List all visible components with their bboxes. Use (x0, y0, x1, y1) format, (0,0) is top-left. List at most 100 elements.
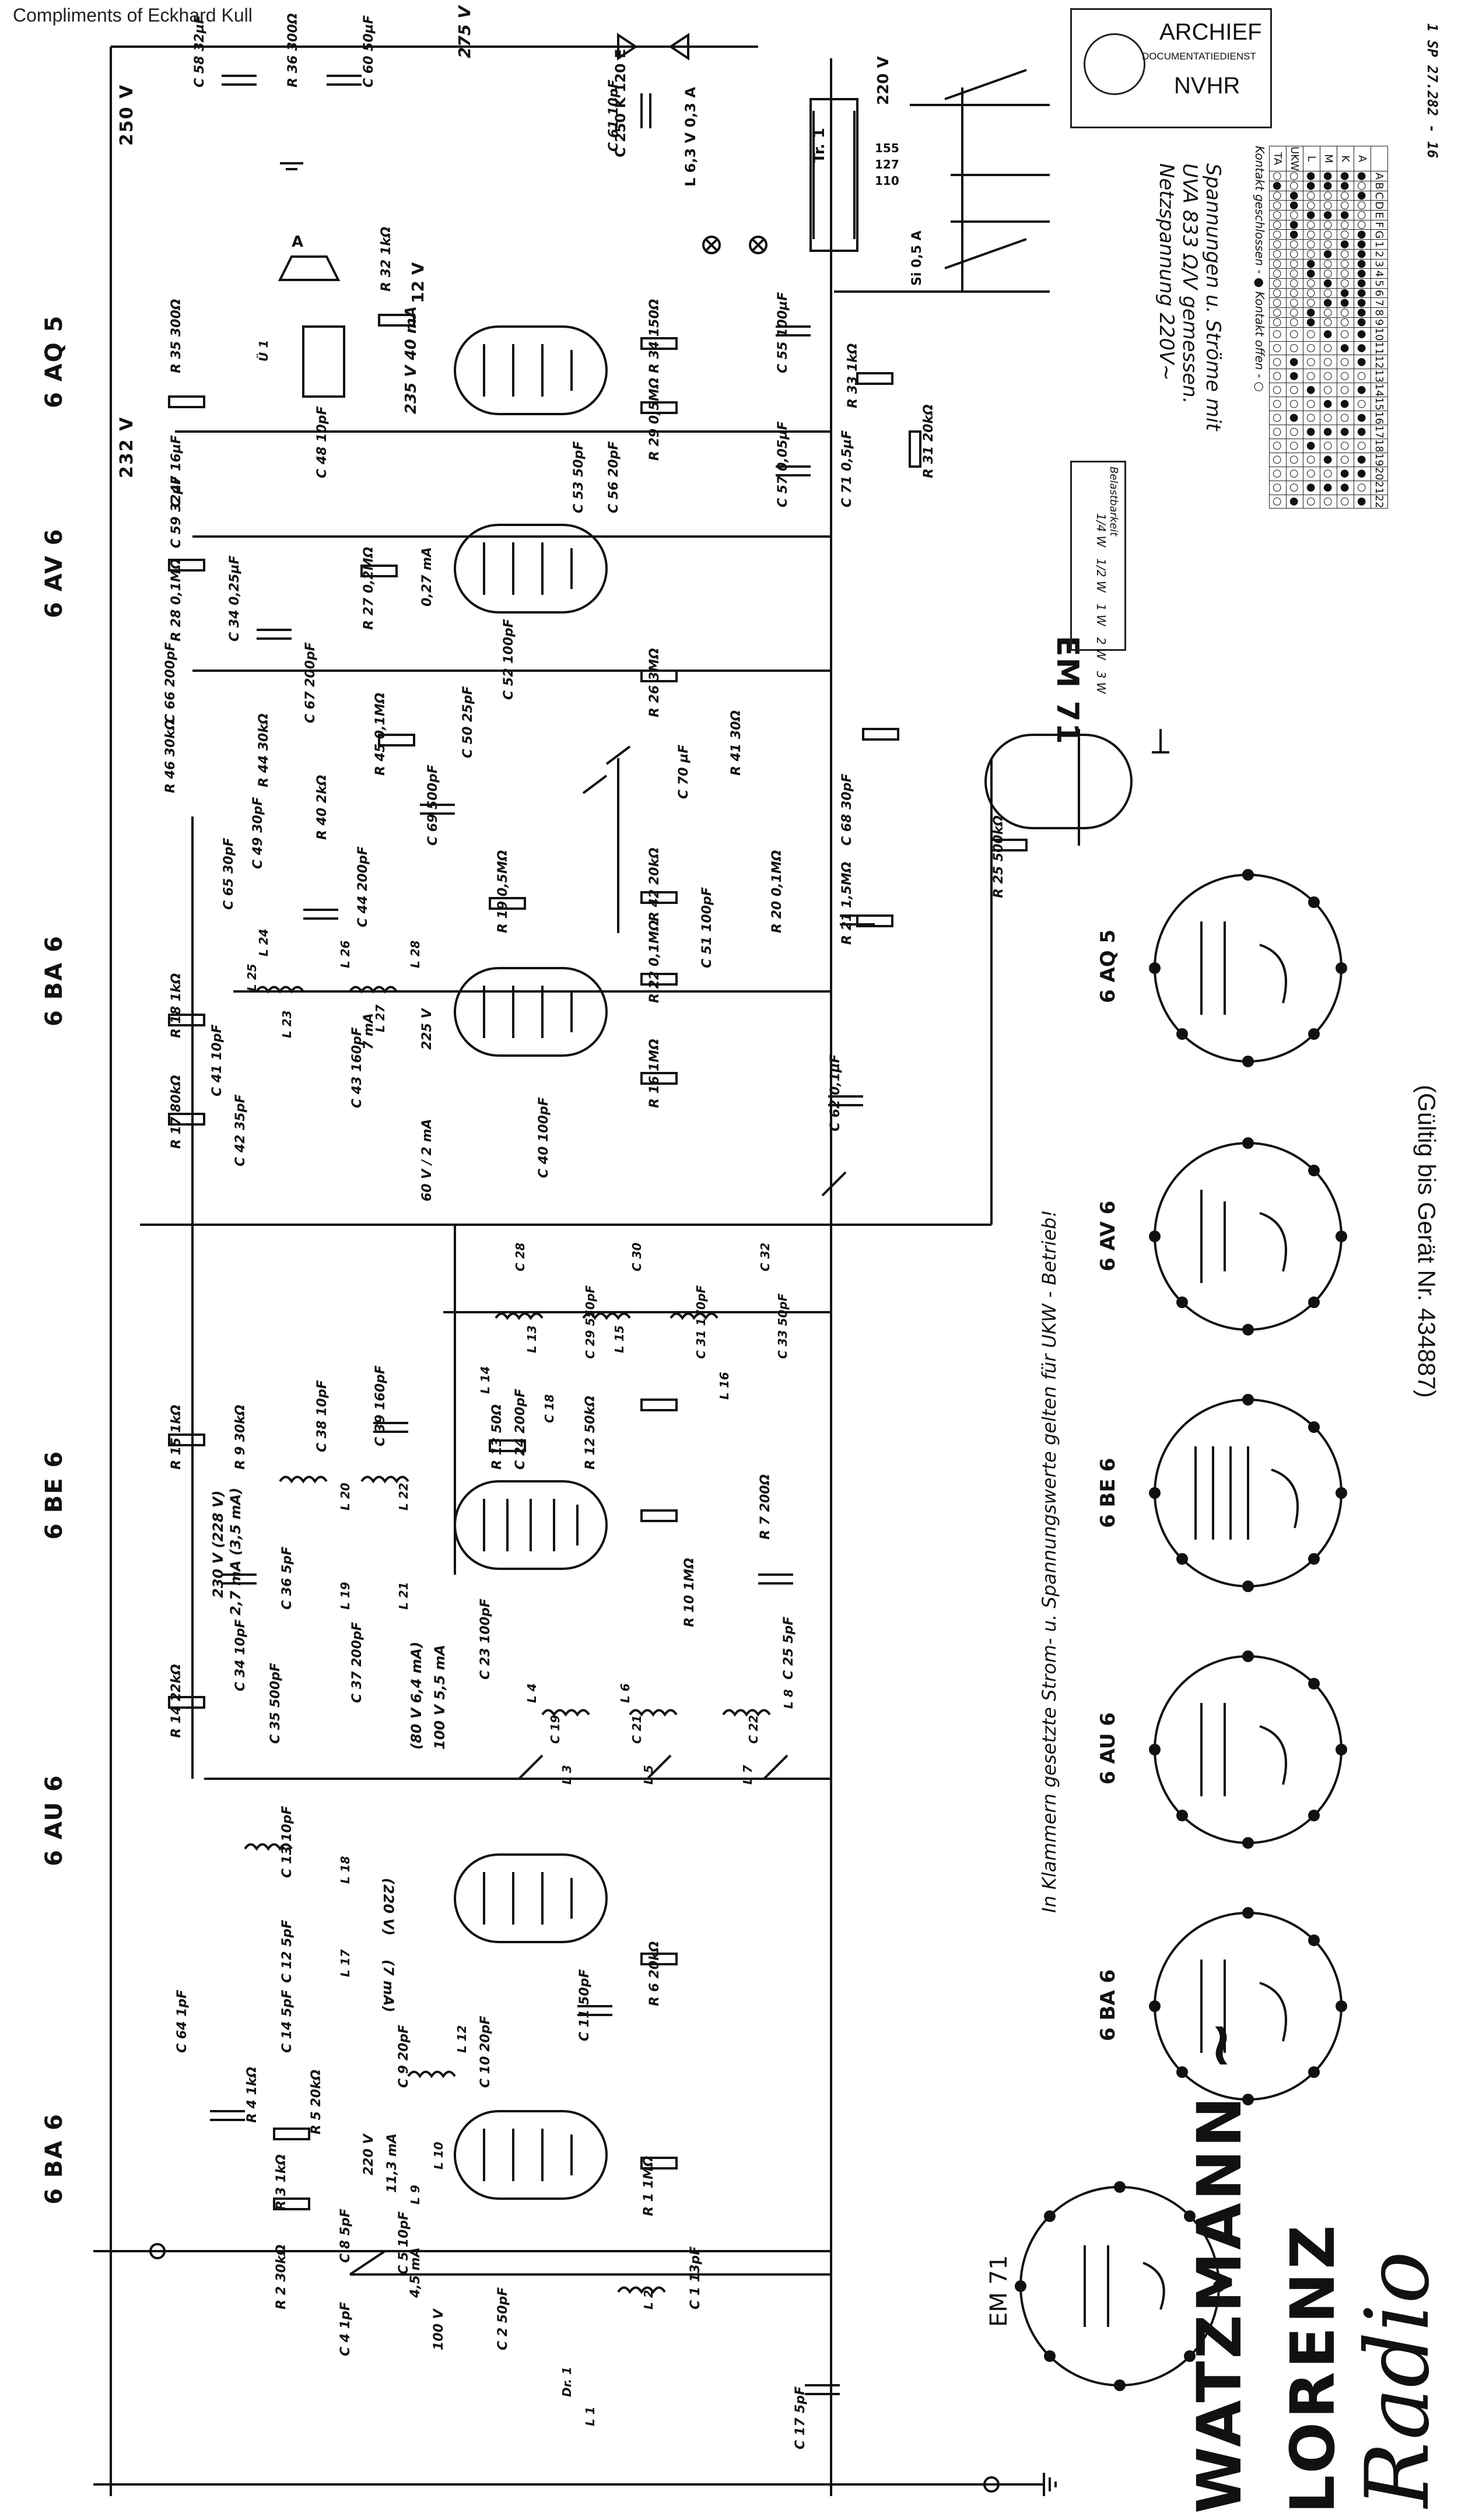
comp-r2: R 2 30kΩ (274, 2244, 289, 2309)
ind-l26: L 26 (338, 940, 352, 968)
tap-110: 110 (875, 174, 899, 188)
comp-c2: C 2 50pF (496, 2287, 510, 2350)
comp-c52: C 52 100pF (502, 619, 516, 700)
label-220v: 220 V (875, 56, 892, 105)
switch-table-legend: Kontakt geschlossen - ● Kontakt offen - … (1253, 146, 1267, 392)
annot-27ma: 2,7 mA (3,5 mA) (227, 1487, 244, 1615)
comp-c62: C 62 0,1µF (828, 1054, 843, 1131)
tube-6av6-envelope (454, 524, 608, 614)
ind-dr1: Dr. 1 (560, 2366, 574, 2397)
comp-r5: R 5 20kΩ (309, 2069, 324, 2135)
comp-c48: C 48 10pF (315, 406, 330, 478)
comp-c55: C 55 100µF (776, 292, 790, 373)
ind-l7: L 7 (741, 1765, 755, 1785)
validity-note: (Gültig bis Gerät Nr. 434887) (1413, 1085, 1441, 1398)
switch-col: 13 (1371, 369, 1388, 383)
ind-l22: L 22 (397, 1482, 411, 1510)
ind-l2: L 2 (642, 2290, 656, 2309)
comp-c38: C 38 10pF (315, 1380, 330, 1452)
comp-c32: C 32 (758, 1242, 772, 1271)
comp-r29: R 29 0,5MΩ (647, 377, 662, 461)
comp-c69: C 69 500pF (426, 765, 440, 846)
switch-col: 9 (1371, 317, 1388, 328)
measurement-note: Spannungen u. Ströme mit UVA 833 Ω/V gem… (1155, 163, 1225, 513)
bracket-note: In Klammern gesetzte Strom- u. Spannungs… (1038, 1210, 1060, 1913)
comp-r6: R 6 20kΩ (647, 1941, 662, 2006)
comp-r3: R 3 1kΩ (274, 2154, 289, 2210)
ind-l28: L 28 (408, 940, 422, 968)
socket-label-6ba6: 6 BA 6 (1096, 1969, 1120, 2041)
watt-item-half: 1/2 W (1094, 558, 1108, 593)
document-number: 1 SP 27.282 - 16 (1424, 23, 1441, 159)
comp-r16: R 16 1MΩ (647, 1039, 662, 1108)
comp-r45: R 45 0,1MΩ (373, 692, 388, 776)
ind-l23: L 23 (280, 1010, 294, 1038)
annot-7ma: 7 mA (362, 1013, 376, 1050)
switch-table-header-row: A B C D E F G 1 2 3 4 5 6 7 8 9 10 11 12… (1371, 146, 1388, 509)
ind-l19: L 19 (338, 1582, 352, 1610)
stamp-line-2: DOCUMENTATIEDIENST (1142, 51, 1256, 62)
comp-r7: R 7 200Ω (758, 1474, 773, 1540)
ind-l21: L 21 (397, 1582, 411, 1610)
comp-r18: R 18 1kΩ (169, 973, 184, 1038)
socket-label-6be6: 6 BE 6 (1096, 1457, 1120, 1528)
comp-c4: C 4 1pF (338, 2302, 353, 2356)
watt-item-1w: 1 W (1094, 603, 1108, 626)
tap-127: 127 (875, 157, 899, 171)
label-232v: 232 V (117, 416, 137, 478)
ind-l15: L 15 (612, 1325, 626, 1353)
mains-transformer (809, 98, 858, 252)
annot-027ma: 0,27 mA (420, 547, 434, 607)
tube-header-6aq5: 6 AQ 5 (41, 314, 68, 408)
watt-item-2w: 2 W (1094, 637, 1108, 660)
stamp-line-3: NVHR (1174, 73, 1240, 99)
tube-6ba6-rf-envelope (454, 2110, 608, 2200)
comp-c57: C 57 0,05µF (776, 421, 790, 507)
switch-table-row: A●○●○○○●●●●●●●●●●●●●○●○●●○●●○● (1354, 146, 1371, 509)
switch-col: B (1371, 181, 1388, 191)
comp-c61: C 61 10pF (607, 79, 621, 152)
comp-c9: C 9 20pF (397, 2024, 411, 2088)
comp-c34-top: C 34 0,25µF (227, 555, 242, 642)
comp-c11: C 11 50pF (577, 1969, 592, 2041)
annot-60v: 60 V / 2 mA (420, 1119, 434, 1201)
measurement-note-line-1: Spannungen u. Ströme mit (1201, 163, 1225, 431)
annot-220v: 220 V (362, 2134, 376, 2175)
switch-col: D (1371, 200, 1388, 211)
switch-table-row: TA○●○○○○○○○○○○○○○○○○○○○○○○○○○○○ (1269, 146, 1287, 509)
ind-l6: L 6 (618, 1683, 632, 1703)
comp-c33: C 33 50pF (776, 1293, 790, 1359)
switch-row-label: A (1354, 146, 1371, 171)
switch-col: E (1371, 210, 1388, 220)
tube-header-6ba6-if: 6 BA 6 (41, 935, 68, 1026)
ind-u1: Ü 1 (257, 339, 271, 362)
comp-r28: R 28 0,1MΩ (169, 558, 184, 642)
switch-col: 22 (1371, 495, 1388, 509)
ind-l8: L 8 (781, 1689, 795, 1709)
ind-l3: L 3 (560, 1765, 574, 1785)
comp-r21: R 21 1,5MΩ (840, 861, 854, 945)
comp-c31: C 31 170pF (694, 1285, 708, 1359)
tube-6ba6-if-envelope (454, 967, 608, 1057)
comp-r44: R 44 30kΩ (257, 713, 271, 787)
switch-table-row: K●●○○●○○●○○○○●●○○○●○○○●○●○○●●○ (1337, 146, 1354, 509)
tube-header-6be6: 6 BE 6 (41, 1450, 68, 1540)
comp-r40: R 40 2kΩ (315, 774, 330, 840)
comp-c53: C 53 50pF (572, 441, 586, 513)
comp-c10: C 10 20pF (478, 2016, 493, 2088)
switch-row-label: UKW (1286, 146, 1303, 171)
comp-c51: C 51 100pF (700, 887, 714, 968)
comp-c18-top: C 18 (542, 1394, 556, 1423)
comp-c28: C 28 (513, 1242, 527, 1271)
measurement-note-line-2: UVA 833 Ω/V gemessen. (1178, 163, 1201, 404)
switch-col: 7 (1371, 297, 1388, 308)
annot-220v-ukw: (220 V) (380, 1878, 397, 1936)
comp-r27: R 27 0,2MΩ (362, 546, 376, 630)
ind-l20: L 20 (338, 1482, 352, 1510)
watt-legend-items: 1/4 W 1/2 W 1 W 2 W 3 W (1094, 513, 1108, 694)
switch-row-label: M (1320, 146, 1337, 171)
comp-c66: C 66 200pF (163, 642, 178, 723)
ind-l24: L 24 (257, 928, 271, 956)
tube-header-6av6: 6 AV 6 (41, 528, 68, 618)
